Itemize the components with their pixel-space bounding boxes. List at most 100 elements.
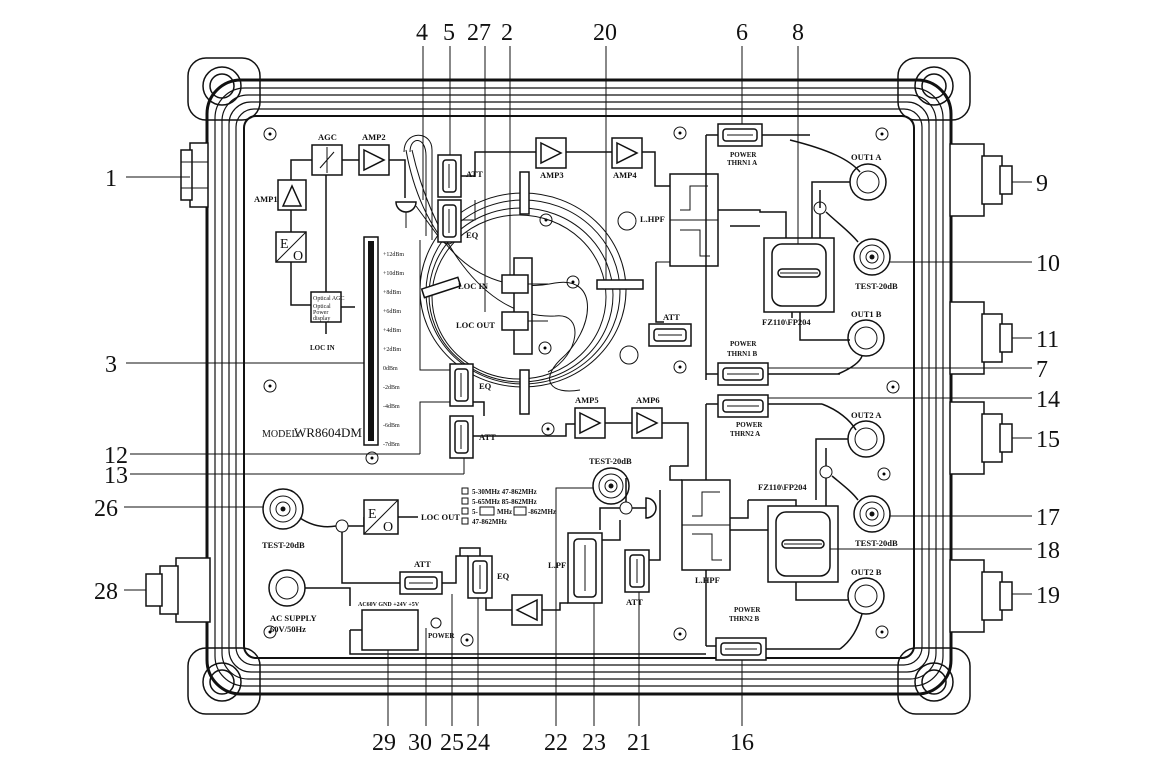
test-20db-label: TEST-20dB: [589, 456, 632, 466]
terminals-label: AC60V GND +24V +5V: [358, 602, 420, 608]
mount-ear-top-right: [897, 57, 971, 121]
callout-9: 9: [1036, 171, 1048, 197]
port-15-right: [949, 401, 1013, 475]
power-thrn2-a-label: POWER: [736, 421, 763, 429]
agc-label: AGC: [318, 132, 337, 142]
scale-tick-label: -2dBm: [383, 385, 400, 391]
att-label: ATT: [626, 597, 643, 607]
eo-o-label: O: [293, 249, 303, 264]
port-11-right: [949, 301, 1013, 375]
optical-agc-text: Optical AGC: [313, 296, 345, 302]
test-port-26: TEST-20dB: [262, 488, 305, 550]
out1-b-port: OUT1 B: [847, 309, 885, 357]
att-module-13: ATT: [449, 415, 496, 459]
ac-supply-label: 60V/50Hz: [270, 624, 306, 634]
callout-20: 20: [593, 20, 617, 46]
band-option-label: 5-30MHz 47-862MHz: [472, 488, 537, 496]
out2-b-port: OUT2 B: [847, 567, 885, 615]
power-thrn2-b-label: THRN2 B: [729, 615, 759, 623]
screw-icon: [673, 126, 687, 140]
power-thrn1-b-label: THRN1 B: [727, 350, 757, 358]
power-thrn1-b: POWER THRN1 B: [706, 340, 863, 386]
out1-a-port: OUT1 A: [849, 152, 887, 201]
band-option-label: 5-65MHz 85-862MHz: [472, 498, 537, 506]
screw-icon: [263, 379, 277, 393]
amp6-label: AMP6: [636, 395, 660, 405]
fz-fp-label: FZ110\FP204: [762, 317, 811, 327]
lpf-label: L.PF: [548, 560, 566, 570]
ac-supply-label: AC SUPPLY: [270, 613, 317, 623]
power-led-label: POWER: [428, 632, 455, 640]
callout-19: 19: [1036, 583, 1060, 609]
coupler-lower: [599, 478, 657, 530]
scale-tick-label: +2dBm: [383, 347, 401, 353]
screw-icon: [673, 360, 687, 374]
att-label: ATT: [414, 559, 431, 569]
housing: [187, 57, 971, 715]
loc-in-small-label: LOC IN: [310, 344, 335, 352]
power-supply-block: AC60V GND +24V +5V POWER: [349, 602, 716, 655]
loc-in-label: LOC IN: [458, 281, 489, 291]
callout-29: 29: [372, 730, 396, 756]
model-value: WR8604DM: [294, 425, 362, 440]
att-module-center: ATT: [648, 312, 692, 347]
lhpf-label: L.HPF: [640, 214, 665, 224]
callout-2: 2: [501, 20, 513, 46]
callout-15: 15: [1036, 427, 1060, 453]
screw-icon: [365, 451, 379, 465]
scale-tick-label: 0dBm: [383, 366, 398, 372]
amp1-label: AMP1: [254, 194, 278, 204]
port-19-right: [949, 559, 1013, 633]
power-thrn2-a-label: THRN2 A: [730, 430, 760, 438]
callout-8: 8: [792, 20, 804, 46]
band-option-label: -862MHz: [528, 508, 556, 516]
lhpf-bottom: L.HPF: [659, 466, 768, 585]
callout-18: 18: [1036, 538, 1060, 564]
callout-13: 13: [104, 463, 128, 489]
eq-label: EQ: [479, 381, 492, 391]
meter-scale: +12dBm +10dBm +8dBm +6dBm +4dBm +2dBm 0d…: [383, 252, 404, 448]
amp2-label: AMP2: [362, 132, 386, 142]
power-thrn1-b-label: POWER: [730, 340, 757, 348]
forward-chain-1: ATT EQ AMP3 AMP4: [403, 134, 670, 243]
callout-21: 21: [627, 730, 651, 756]
callout-14: 14: [1036, 387, 1060, 413]
leader-lines: [124, 46, 1032, 726]
callout-28: 28: [94, 579, 118, 605]
callout-24: 24: [466, 730, 490, 756]
optical-receiver: E O AMP1 AGC AMP2 Optical AGC Optical Po…: [254, 132, 439, 448]
screw-icon: [877, 467, 891, 481]
optical-power-meter-bar: [368, 241, 374, 441]
optical-agc-text: display: [313, 316, 330, 322]
att-module-21: ATT: [624, 530, 661, 607]
callout-16: 16: [730, 730, 754, 756]
scale-tick-label: -7dBm: [383, 442, 400, 448]
loc-connector-block: LOC IN LOC OUT: [456, 257, 548, 355]
port-28-left: [145, 557, 211, 623]
test-port-top-right: TEST-20dB: [853, 238, 898, 291]
eo-converter-loc-out: E O LOC OUT: [363, 499, 460, 535]
lhpf-label: L.HPF: [695, 575, 720, 585]
callout-26: 26: [94, 496, 118, 522]
att-label: ATT: [479, 432, 496, 442]
band-option-label: 47-862MHz: [472, 518, 507, 526]
callout-5: 5: [443, 20, 455, 46]
scale-tick-label: -6dBm: [383, 423, 400, 429]
callout-22: 22: [544, 730, 568, 756]
forward-chain-2: EQ ATT AMP5 AMP6: [419, 240, 689, 467]
optical-agc-text: Power: [313, 310, 328, 316]
test-20db-label: TEST-20dB: [855, 538, 898, 548]
screw-icon: [460, 633, 474, 647]
lhpf-top: L.HPF: [640, 173, 787, 323]
callout-7: 7: [1036, 357, 1048, 383]
callout-25: 25: [440, 730, 464, 756]
screw-icon: [263, 127, 277, 141]
callout-6: 6: [736, 20, 748, 46]
eo-e-label: E: [280, 237, 289, 252]
power-thrn1-a: POWER THRN1 A: [705, 123, 861, 380]
callout-23: 23: [582, 730, 606, 756]
out1-b-label: OUT1 B: [851, 309, 882, 319]
out2-a-label: OUT2 A: [851, 410, 882, 420]
out2-b-label: OUT2 B: [851, 567, 882, 577]
callout-12: 12: [104, 443, 128, 469]
